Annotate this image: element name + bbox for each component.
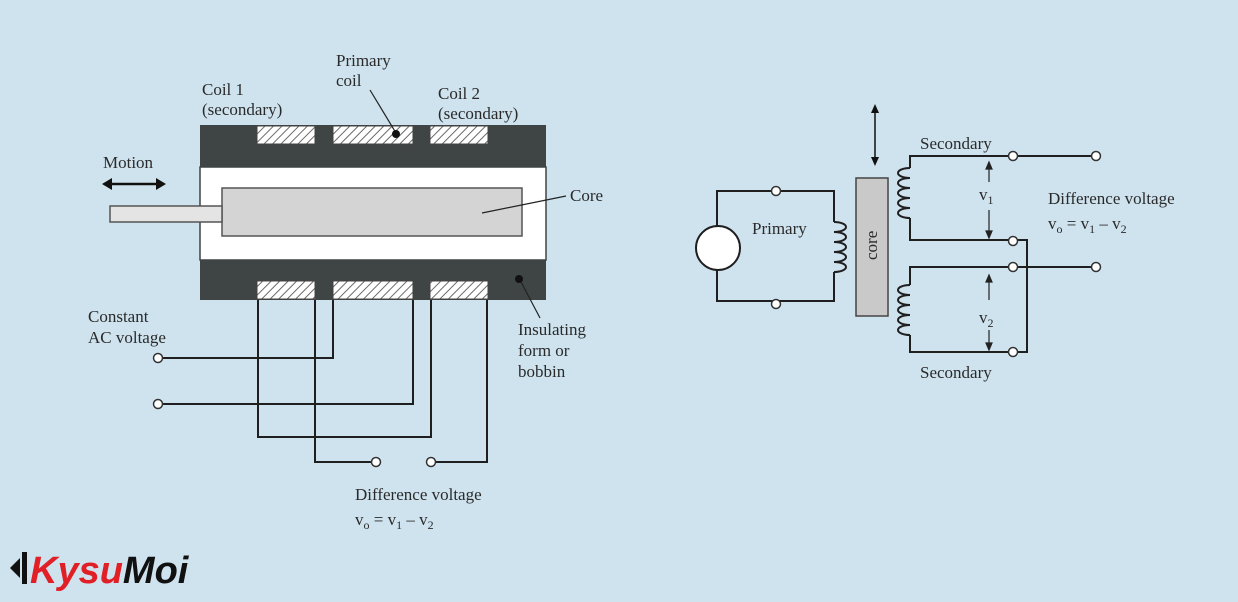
insulating-leader-dot bbox=[515, 275, 523, 283]
transformer-schematic: core bbox=[695, 104, 1175, 382]
core-motion-arrow-icon bbox=[871, 104, 879, 166]
primary-terminal-top bbox=[770, 185, 782, 197]
secondary-terminal-3 bbox=[1007, 261, 1019, 273]
insulating-label-3: bobbin bbox=[518, 362, 566, 381]
primary-coil-leader-dot bbox=[392, 130, 400, 138]
ac-terminal-1 bbox=[152, 352, 164, 364]
secondary-wiring bbox=[909, 155, 1095, 353]
kysumoi-logo: KysuMoi bbox=[10, 550, 190, 592]
motion-arrow-icon bbox=[102, 178, 166, 190]
v2-label: v2 bbox=[979, 308, 994, 330]
output-terminal-1 bbox=[370, 456, 382, 468]
terminals-left bbox=[152, 352, 437, 468]
terminals-right bbox=[770, 150, 1102, 358]
primary-terminal-bottom bbox=[770, 298, 782, 310]
insulating-label: Insulating bbox=[518, 320, 586, 339]
difference-voltage-formula: vo = v1 – v2 bbox=[355, 510, 434, 532]
motion-label: Motion bbox=[103, 153, 154, 172]
output-terminal-2 bbox=[425, 456, 437, 468]
coil2-top bbox=[429, 125, 489, 145]
core-vertical-label: core bbox=[862, 231, 881, 260]
secondary-terminal-4 bbox=[1007, 346, 1019, 358]
coil1-top bbox=[256, 125, 316, 145]
lvdt-cross-section: Motion Coil 1 (secondary) Primary coil C… bbox=[88, 51, 603, 532]
v2-arrow-icon bbox=[985, 273, 993, 352]
coil1-label: Coil 1 bbox=[202, 80, 244, 99]
primary-circuit bbox=[716, 190, 835, 302]
logo-text: KysuMoi bbox=[30, 550, 190, 592]
coil2-label-sub: (secondary) bbox=[438, 104, 518, 123]
primary-coil-icon bbox=[833, 221, 847, 273]
ac-source-icon bbox=[695, 225, 741, 271]
primary-coil-bottom bbox=[332, 280, 414, 300]
secondary-coil-bottom-icon bbox=[897, 284, 911, 336]
primary-coil-leader bbox=[369, 89, 397, 134]
primary-label: Primary bbox=[752, 219, 807, 238]
push-rod bbox=[109, 205, 223, 223]
difference-voltage-formula-right: vo = v1 – v2 bbox=[1048, 214, 1127, 236]
difference-voltage-label: Difference voltage bbox=[355, 485, 482, 504]
output-terminal-bottom bbox=[1090, 261, 1102, 273]
difference-voltage-label-right: Difference voltage bbox=[1048, 189, 1175, 208]
core-leader bbox=[481, 195, 567, 214]
secondary-coil-top-icon bbox=[897, 167, 911, 219]
output-terminal-top bbox=[1090, 150, 1102, 162]
primary-coil-label: Primary bbox=[336, 51, 391, 70]
constant-ac-label-sub: AC voltage bbox=[88, 328, 166, 347]
transformer-core bbox=[855, 177, 889, 317]
secondary-terminal-1 bbox=[1007, 150, 1019, 162]
primary-coil-label-sub: coil bbox=[336, 71, 362, 90]
v1-arrow-icon bbox=[985, 160, 993, 240]
coil2-label: Coil 2 bbox=[438, 84, 480, 103]
insulating-label-2: form or bbox=[518, 341, 570, 360]
core bbox=[221, 187, 523, 237]
secondary-bottom-label: Secondary bbox=[920, 363, 992, 382]
logo-mark-icon bbox=[10, 552, 27, 584]
insulating-leader bbox=[519, 279, 541, 319]
coil2-bottom bbox=[429, 280, 489, 300]
constant-ac-label: Constant bbox=[88, 307, 149, 326]
coil1-label-sub: (secondary) bbox=[202, 100, 282, 119]
secondary-top-label: Secondary bbox=[920, 134, 992, 153]
wiring-left bbox=[160, 300, 488, 463]
ac-terminal-2 bbox=[152, 398, 164, 410]
primary-coil-top bbox=[332, 125, 414, 145]
coil1-bottom bbox=[256, 280, 316, 300]
secondary-terminal-2 bbox=[1007, 235, 1019, 247]
v1-label: v1 bbox=[979, 185, 994, 207]
core-label: Core bbox=[570, 186, 603, 205]
